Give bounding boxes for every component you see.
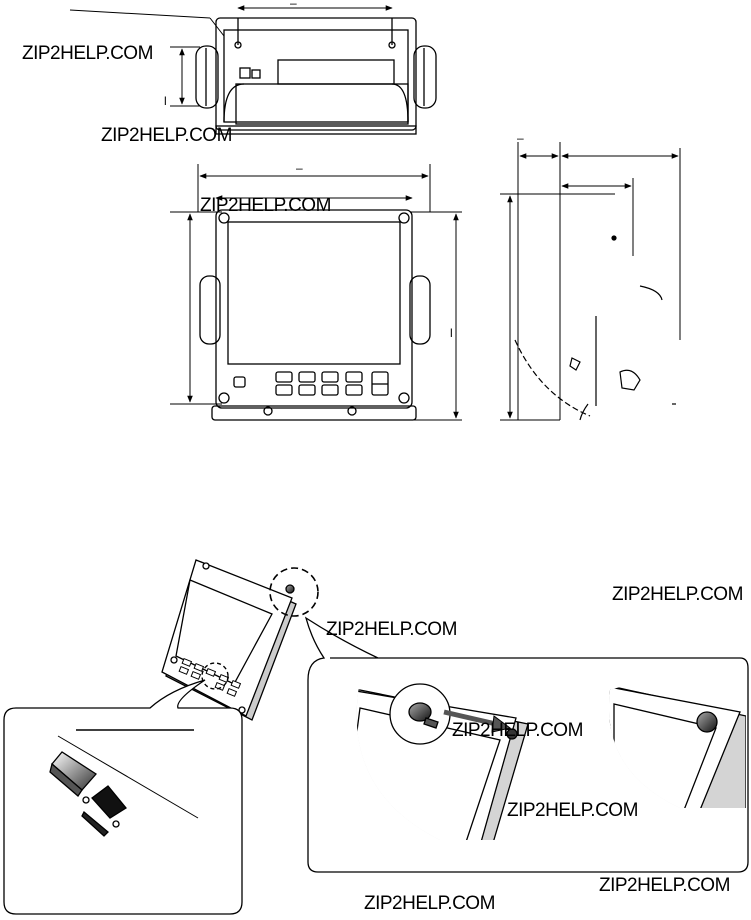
watermark-text: ZIP2HELP.COM xyxy=(507,800,638,821)
insert-arrow-icon xyxy=(443,709,518,740)
top-view xyxy=(69,5,437,135)
dimension-label-front-height: l xyxy=(450,326,453,340)
hood-cap-icon xyxy=(408,702,439,729)
dimension-label-side-depth: – xyxy=(517,131,524,145)
dimension-label-front-width: – xyxy=(296,161,303,175)
watermark-text: ZIP2HELP.COM xyxy=(599,875,730,896)
rubber-cap-icon xyxy=(49,751,127,837)
watermark-text: ZIP2HELP.COM xyxy=(200,195,331,216)
unit-perspective xyxy=(161,559,319,721)
watermark-text: ZIP2HELP.COM xyxy=(101,125,232,146)
callout-box-left xyxy=(3,679,243,915)
watermark-text: ZIP2HELP.COM xyxy=(326,619,457,640)
watermark-text: ZIP2HELP.COM xyxy=(22,43,153,64)
dimension-label-top-width: – xyxy=(290,0,297,10)
watermark-text: ZIP2HELP.COM xyxy=(364,893,495,914)
side-view xyxy=(500,142,681,421)
watermark-text: ZIP2HELP.COM xyxy=(452,720,583,741)
watermark-text: ZIP2HELP.COM xyxy=(612,584,743,605)
front-view xyxy=(170,164,462,421)
callout-box-right xyxy=(304,616,749,873)
dimension-label-top-height: l xyxy=(164,94,167,108)
